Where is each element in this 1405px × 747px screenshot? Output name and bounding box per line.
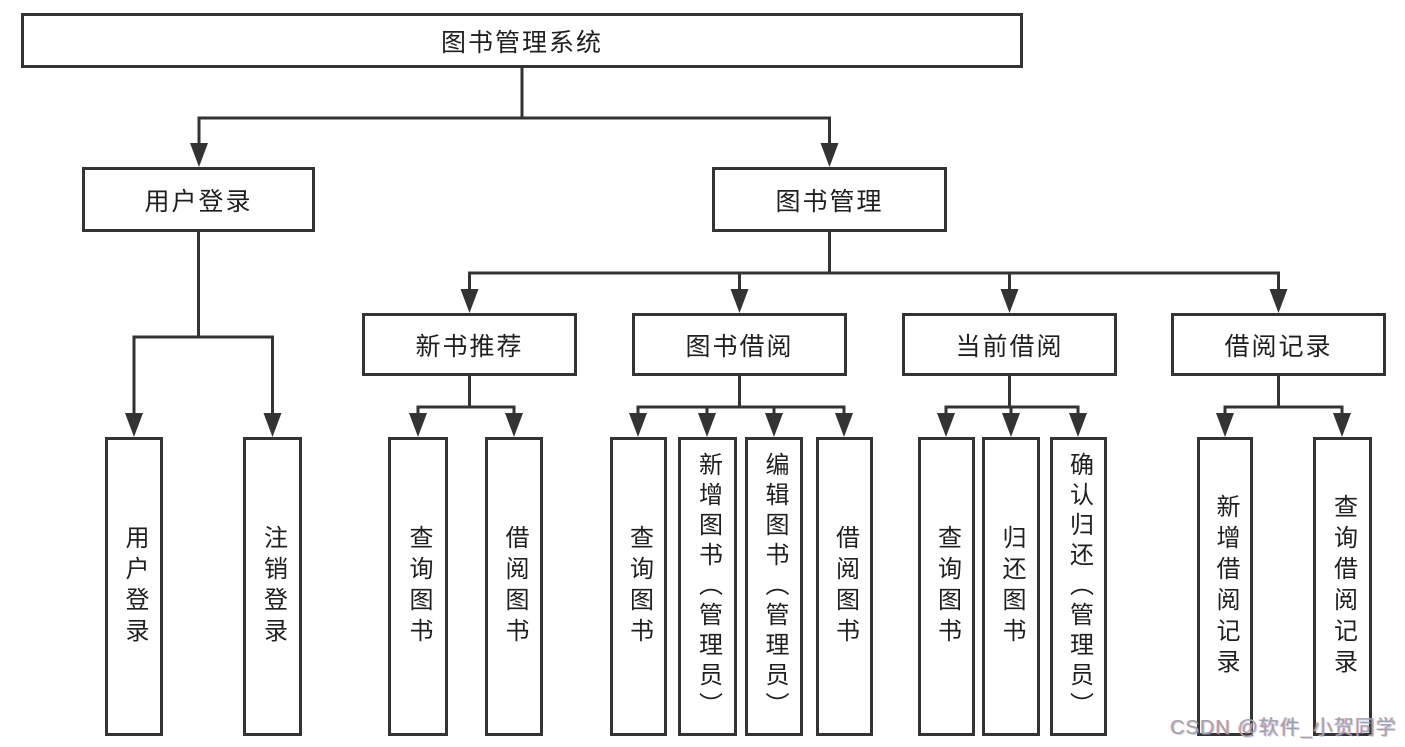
leaf-label: 归还图书 <box>998 524 1025 649</box>
leaf-label: 查询图书 <box>933 524 961 649</box>
leaf-new-query-book: 查询图书 <box>388 437 448 736</box>
node-user-login: 用户登录 <box>82 167 315 232</box>
leaf-label: 新增借阅记录 <box>1212 493 1239 680</box>
leaf-borrow-query-book: 查询图书 <box>610 437 667 736</box>
node-label: 用户登录 <box>144 187 253 216</box>
leaf-new-borrow-book: 借阅图书 <box>485 437 543 736</box>
node-book-management: 图书管理 <box>712 167 947 232</box>
node-label: 图书管理系统 <box>440 28 603 57</box>
leaf-label: 借阅图书 <box>831 524 859 649</box>
leaf-borrow-add-book-admin: 新增图书（管理员） <box>678 437 737 736</box>
leaf-label: 新增图书（管理员） <box>694 451 722 722</box>
leaf-label: 注销登录 <box>259 524 287 649</box>
leaf-current-query-book: 查询图书 <box>918 437 975 736</box>
leaf-borrow-edit-book-admin: 编辑图书（管理员） <box>745 437 803 736</box>
csdn-watermark: CSDN @软件_小贺同学 <box>1170 717 1397 739</box>
node-library-management-system: 图书管理系统 <box>21 13 1023 68</box>
arrowheads <box>125 143 1351 437</box>
leaf-logout: 注销登录 <box>243 437 302 736</box>
leaf-label: 查询借阅记录 <box>1329 493 1357 680</box>
leaf-record-query-record: 查询借阅记录 <box>1313 437 1372 736</box>
node-book-borrow: 图书借阅 <box>632 313 847 376</box>
node-borrow-record: 借阅记录 <box>1171 313 1386 376</box>
leaf-record-add-record: 新增借阅记录 <box>1197 437 1253 736</box>
leaf-label: 查询图书 <box>405 524 432 649</box>
node-label: 借阅记录 <box>1224 332 1333 361</box>
node-label: 新书推荐 <box>415 332 524 361</box>
leaf-borrow-borrow-book: 借阅图书 <box>816 437 873 736</box>
leaf-label: 确认归还（管理员） <box>1065 451 1093 722</box>
leaf-label: 编辑图书（管理员） <box>761 451 788 722</box>
node-label: 当前借阅 <box>955 332 1064 361</box>
node-new-book-recommend: 新书推荐 <box>362 313 577 376</box>
leaf-current-return-book: 归还图书 <box>982 437 1040 736</box>
node-current-borrow: 当前借阅 <box>902 313 1117 376</box>
leaf-current-confirm-return-admin: 确认归还（管理员） <box>1050 437 1107 736</box>
node-label: 图书借阅 <box>685 332 794 361</box>
leaf-label: 借阅图书 <box>501 524 528 649</box>
leaf-label: 查询图书 <box>625 524 653 649</box>
leaf-user-login: 用户登录 <box>105 437 163 736</box>
node-label: 图书管理 <box>775 187 884 216</box>
leaf-label: 用户登录 <box>121 524 148 649</box>
